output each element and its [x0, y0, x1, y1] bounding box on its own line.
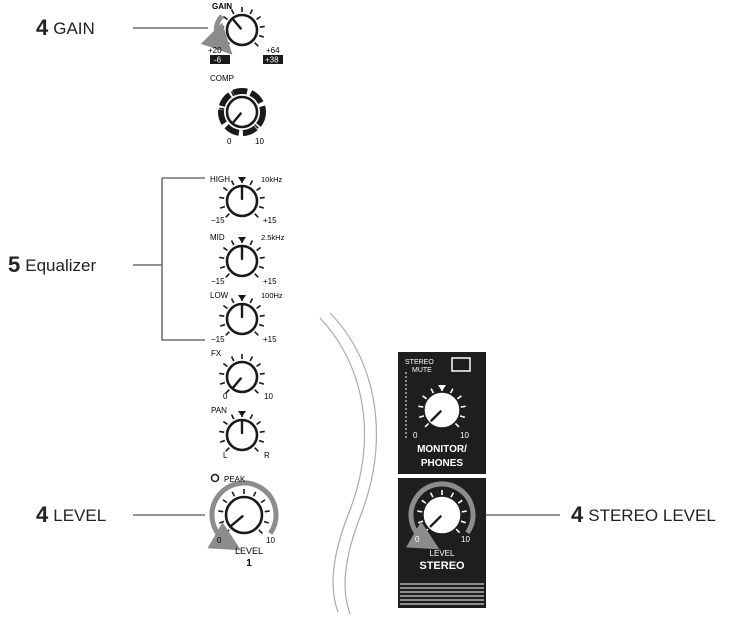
low-freq: 100Hz [261, 291, 283, 300]
level-channel: 1 [246, 558, 252, 569]
stereo-mute-button[interactable] [451, 357, 471, 372]
stereo-level-line2: STEREO [419, 560, 465, 572]
level-max: 10 [266, 536, 275, 545]
monitor-phones-knob[interactable] [418, 385, 466, 428]
low-max: +15 [263, 335, 277, 344]
callout-gain-label: GAIN [53, 19, 95, 38]
monitor-label-line1: MONITOR/ [417, 444, 467, 455]
fx-max: 10 [264, 392, 273, 401]
level-name: LEVEL [235, 546, 263, 556]
comp-max: 10 [255, 137, 264, 146]
gain-max-bottom-badge [263, 55, 283, 64]
channel-knobs [200, 7, 279, 551]
master-knobs [405, 385, 476, 550]
pan-max: R [264, 451, 270, 460]
pan-title: PAN [211, 406, 227, 415]
level-knob[interactable] [207, 480, 279, 551]
high-min: −15 [211, 216, 225, 225]
mid-title: MID [210, 233, 225, 242]
high-max: +15 [263, 216, 277, 225]
stereo-min: 0 [415, 535, 420, 544]
monitor-max: 10 [460, 431, 469, 440]
mid-freq: 2.5kHz [261, 233, 285, 242]
comp-knob[interactable] [218, 88, 266, 136]
gain-turn-arrow [200, 14, 233, 55]
callout-level-number: 4 [36, 502, 49, 527]
mid-min: −15 [211, 277, 225, 286]
mid-knob[interactable] [219, 237, 265, 278]
callout-equalizer-number: 5 [8, 252, 21, 277]
stereo-max: 10 [461, 535, 470, 544]
peak-led [210, 473, 220, 483]
gain-min-bottom-badge [210, 55, 230, 64]
comp-min: 0 [227, 137, 232, 146]
callout-equalizer-label: Equalizer [25, 256, 97, 275]
stereo-mute-line1: STEREO [405, 359, 434, 366]
high-title: HIGH [210, 175, 230, 184]
callout-stereo-level-label: STEREO LEVEL [588, 506, 716, 525]
fx-title: FX [211, 349, 222, 358]
low-knob[interactable] [219, 295, 265, 336]
high-freq: 10kHz [261, 175, 283, 184]
callout-gain-number: 4 [36, 15, 49, 40]
stereo-mute-line2: MUTE [412, 367, 432, 374]
comp-title: COMP [210, 74, 234, 83]
gain-max-top: +64 [266, 46, 280, 55]
gain-title: GAIN [212, 2, 232, 11]
callout-stereo-level-number: 4 [571, 502, 584, 527]
monitor-label-line2: PHONES [421, 458, 464, 469]
fx-min: 0 [223, 392, 228, 401]
fx-knob[interactable] [219, 354, 265, 394]
gain-max-bottom: +38 [265, 56, 279, 65]
pan-min: L [223, 451, 228, 460]
level-min: 0 [217, 536, 222, 545]
stereo-level-line1: LEVEL [430, 549, 455, 558]
gain-min-bottom: -6 [214, 56, 222, 65]
high-knob[interactable] [219, 177, 265, 218]
mid-max: +15 [263, 277, 277, 286]
gain-min-top: +20 [208, 46, 222, 55]
low-title: LOW [210, 291, 229, 300]
low-min: −15 [211, 335, 225, 344]
leader-lines [133, 27, 560, 516]
stereo-footer-stripes [400, 583, 484, 605]
peak-label: PEAK [224, 475, 246, 484]
pan-knob[interactable] [219, 411, 265, 452]
gain-knob[interactable] [219, 7, 265, 47]
stereo-level-knob[interactable] [405, 481, 476, 550]
monitor-min: 0 [413, 431, 418, 440]
callout-level-label: LEVEL [53, 506, 107, 525]
separator-curves [319, 312, 377, 615]
